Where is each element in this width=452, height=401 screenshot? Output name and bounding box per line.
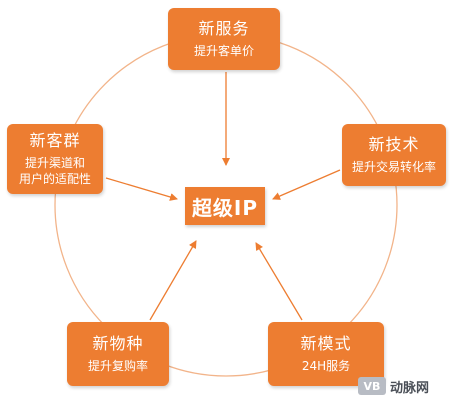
node-new-customer-group-subtitle-line2: 用户的适配性 <box>18 172 91 186</box>
node-new-technology-subtitle: 提升交易转化率 <box>351 160 436 174</box>
node-new-technology-title: 新技术 <box>368 135 420 154</box>
watermark: VB 动脉网 <box>358 375 448 397</box>
node-new-service-title: 新服务 <box>198 19 250 38</box>
node-new-model-subtitle: 24H服务 <box>301 359 351 373</box>
arrow-left-to-center <box>105 177 178 201</box>
center-super-ip: 超级IP <box>185 187 265 225</box>
node-new-service: 新服务 提升客单价 <box>168 8 280 70</box>
node-new-species-title: 新物种 <box>92 334 144 353</box>
arrow-bottomright-to-center <box>255 242 303 321</box>
node-new-species-subtitle: 提升复购率 <box>87 359 148 373</box>
watermark-logo: VB <box>358 377 386 395</box>
node-new-technology: 新技术 提升交易转化率 <box>342 124 446 186</box>
node-new-species: 新物种 提升复购率 <box>67 322 169 386</box>
arrow-right-to-center <box>272 169 341 200</box>
arrow-bottomleft-to-center <box>149 240 197 321</box>
node-new-model-title: 新模式 <box>300 334 352 353</box>
watermark-text: 动脉网 <box>390 380 430 396</box>
node-new-model: 新模式 24H服务 <box>268 322 384 386</box>
node-new-customer-group-subtitle-line1: 提升渠道和 <box>24 156 85 170</box>
node-new-service-subtitle: 提升客单价 <box>193 44 254 58</box>
node-new-customer-group-title: 新客群 <box>29 131 81 150</box>
node-new-customer-group: 新客群 提升渠道和 用户的适配性 <box>7 124 103 194</box>
